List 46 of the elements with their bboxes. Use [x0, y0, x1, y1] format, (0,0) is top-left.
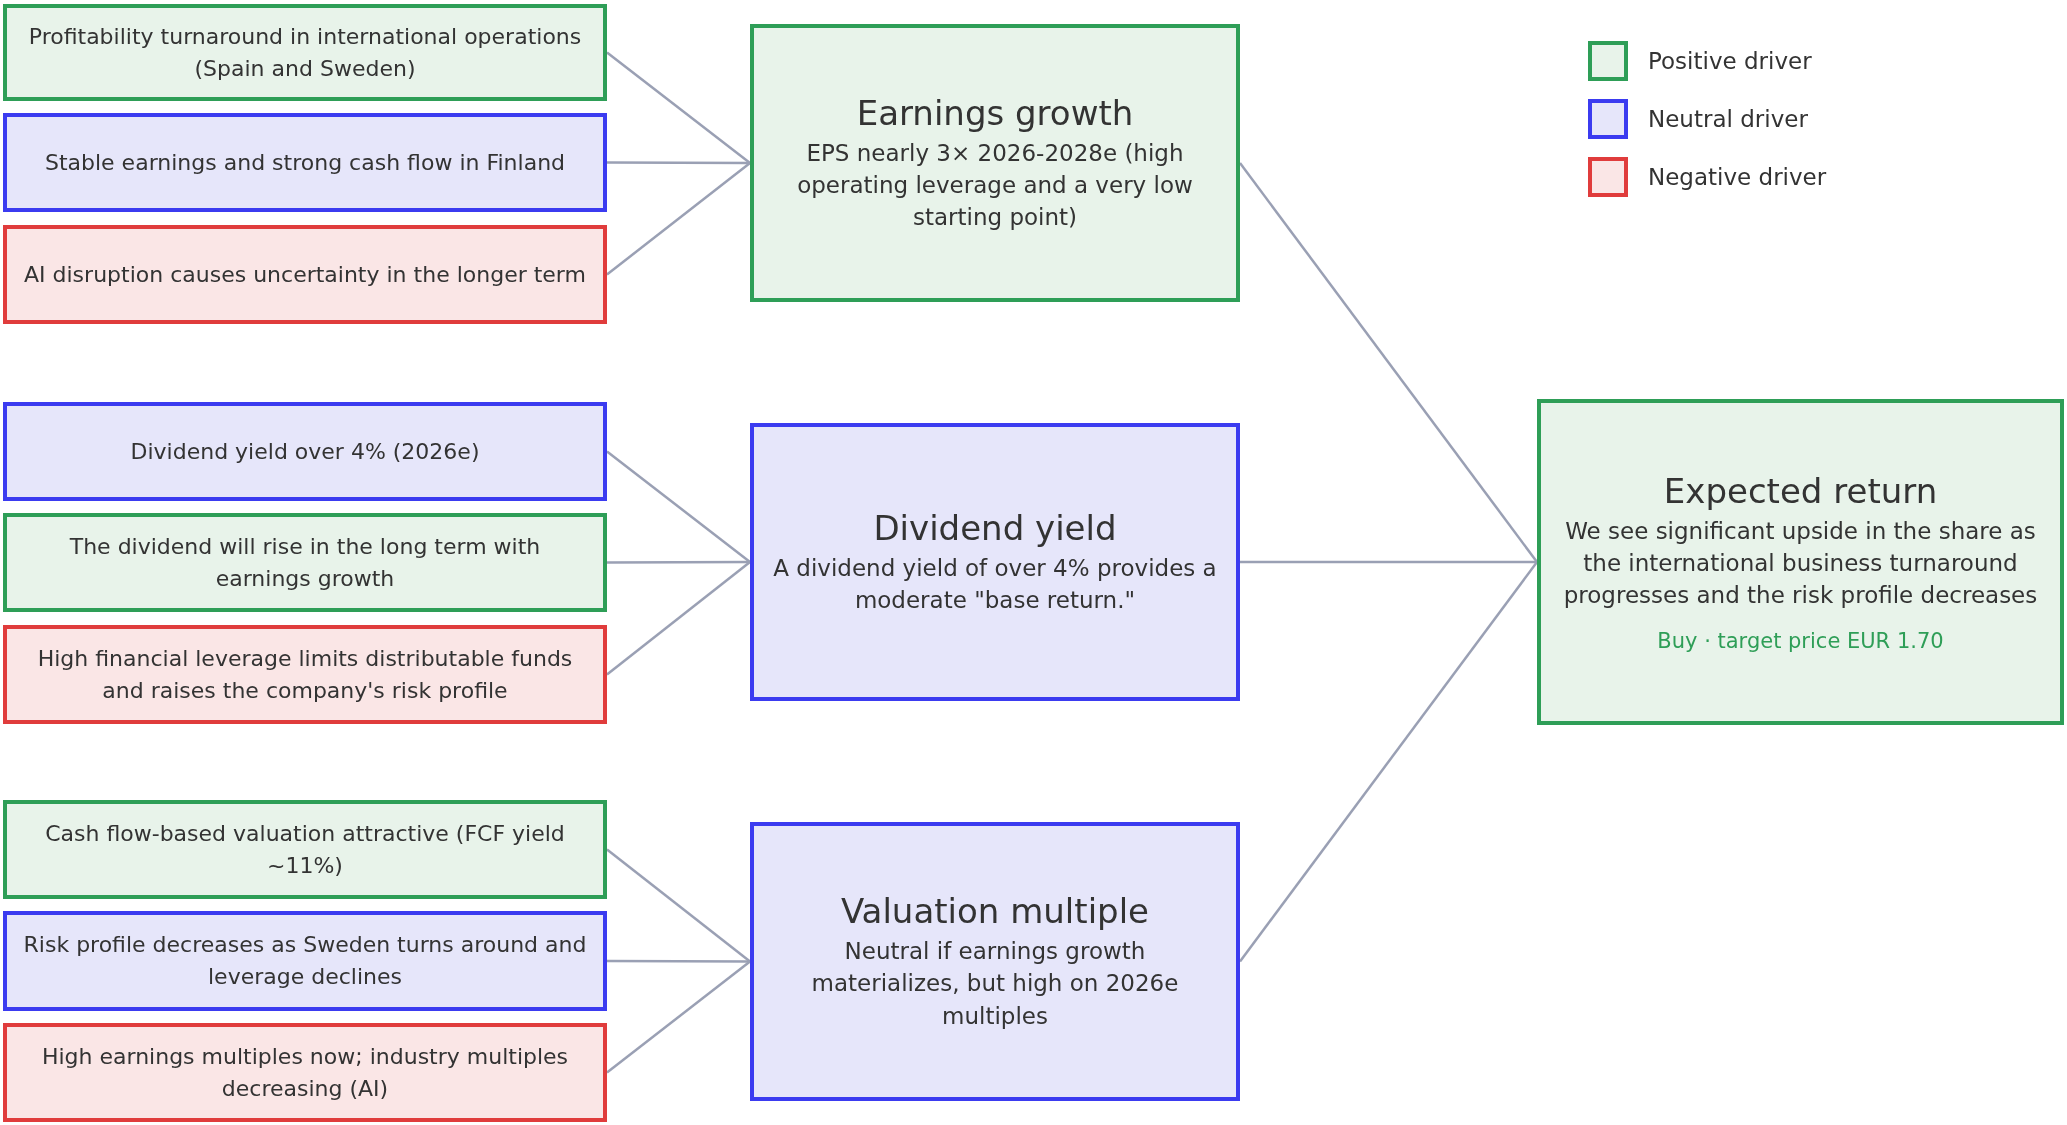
connector-line — [607, 959, 750, 963]
connector-line — [1239, 162, 1538, 563]
driver-box — [3, 513, 607, 612]
legend-text: Neutral driver — [1648, 106, 1808, 132]
factor-box — [750, 822, 1240, 1101]
box-description: EPS nearly 3× 2026-2028e (high operating leverage and a very low starting point) — [796, 138, 1194, 233]
box-title: Earnings growth — [856, 92, 1134, 133]
driver-text: The dividend will rise in the long term with earnings growth — [68, 532, 542, 593]
connector-line — [606, 561, 751, 676]
driver-box — [3, 625, 607, 724]
box-description: A dividend yield of over 4% provides a moderate "base return." — [772, 553, 1218, 615]
driver-text: Profitability turnaround in international operations (Spain and Sweden) — [27, 22, 583, 83]
connector-line — [606, 162, 751, 276]
driver-box — [3, 225, 607, 324]
connector-line — [1240, 560, 1537, 564]
driver-box — [3, 1023, 607, 1122]
driver-text: Cash flow-based valuation attractive (FCF yield ~11%) — [44, 819, 566, 880]
driver-box — [3, 4, 607, 101]
connector-line — [606, 960, 751, 1074]
box-description: We see significant upside in the share as the international business turnaround progresses and the risk profile decreases — [1562, 516, 2039, 611]
driver-box — [3, 113, 607, 212]
factor-box — [750, 423, 1240, 701]
driver-text: High financial leverage limits distributable funds and raises the company's risk profile — [36, 644, 574, 705]
connector-line — [606, 450, 751, 563]
driver-text: Risk profile decreases as Sweden turns around and leverage declines — [22, 931, 588, 991]
factor-box — [750, 24, 1240, 302]
box-title: Expected return — [1663, 470, 1938, 511]
driver-text: Dividend yield over 4% (2026e) — [130, 437, 480, 466]
box-description: Neutral if earnings growth materializes, but high on 2026e multiples — [810, 937, 1180, 1031]
driver-box — [3, 402, 607, 501]
driver-text: AI disruption causes uncertainty in the longer term — [24, 260, 586, 289]
connector-line — [606, 51, 751, 164]
box-title: Dividend yield — [873, 507, 1117, 548]
recommendation-text: Buy · target price EUR 1.70 — [1657, 629, 1944, 654]
driver-text: Stable earnings and strong cash flow in Finland — [44, 148, 566, 177]
box-title: Valuation multiple — [840, 891, 1150, 932]
connector-line — [606, 848, 751, 963]
driver-box — [3, 800, 607, 899]
result-box — [1537, 399, 2064, 725]
connector-line — [607, 161, 750, 165]
legend-text: Negative driver — [1648, 164, 1827, 190]
connector-line — [607, 560, 750, 564]
legend-text: Positive driver — [1648, 48, 1812, 74]
connector-line — [1239, 561, 1538, 963]
driver-text: High earnings multiples now; industry multiples decreasing (AI) — [40, 1042, 570, 1103]
driver-box — [3, 911, 607, 1011]
